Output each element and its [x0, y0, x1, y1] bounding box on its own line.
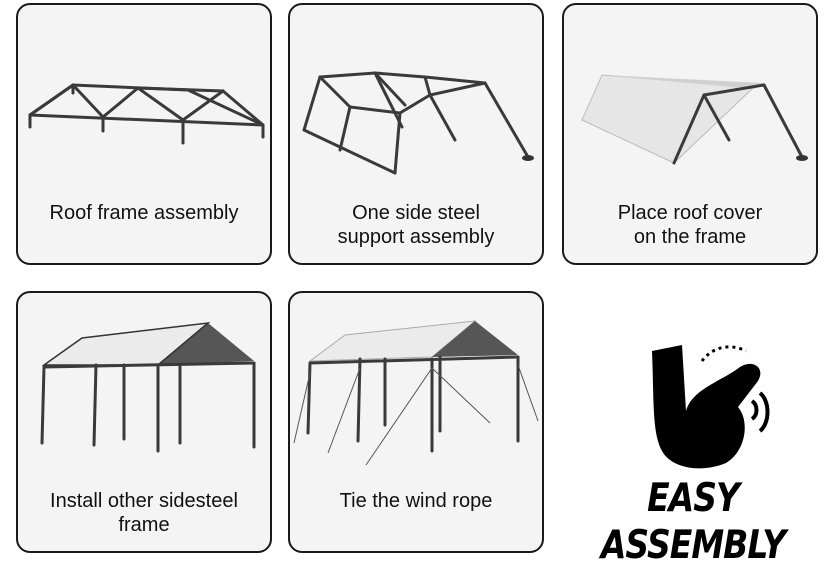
roof-cover-illustration: [581, 74, 808, 165]
wind-rope-illustration: [293, 320, 539, 466]
step-card-roof-frame: Roof frame assembly: [16, 3, 272, 265]
side-support-illustration: [302, 71, 534, 175]
step-caption: One side steel support assembly: [337, 202, 495, 248]
easy-assembly-text: EASY ASSEMBLY: [600, 474, 786, 568]
step-caption: Place roof cover on the frame: [617, 202, 763, 248]
roof-frame-illustration: [28, 83, 265, 145]
tap-hand-icon: [652, 345, 770, 469]
step-caption: Install other sidesteel frame: [50, 490, 238, 536]
full-frame-illustration: [40, 321, 256, 453]
step-card-side-support: One side steel support assembly: [288, 3, 544, 265]
step-card-wind-rope: Tie the wind rope: [288, 291, 544, 553]
step-card-full-frame: Install other sidesteel frame: [16, 291, 272, 553]
step-card-roof-cover: Place roof cover on the frame: [562, 3, 818, 265]
step-caption: Tie the wind rope: [339, 490, 493, 512]
step-caption: Roof frame assembly: [49, 202, 239, 224]
easy-assembly-badge: EASY ASSEMBLY: [562, 291, 824, 568]
